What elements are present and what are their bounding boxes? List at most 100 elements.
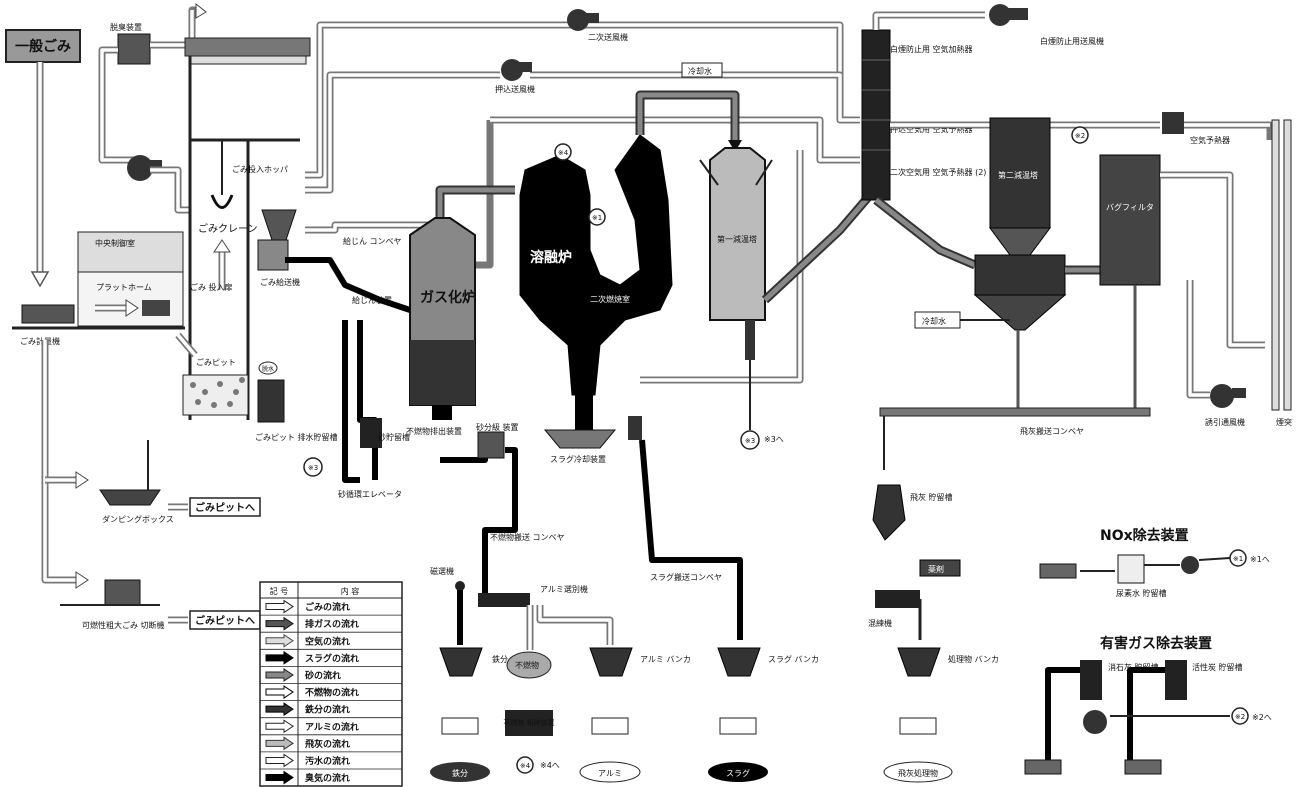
stack: 煙突 xyxy=(1272,120,1292,427)
kneader-label: 混練機 xyxy=(868,618,892,628)
general-waste-label: 一般ごみ xyxy=(15,38,71,55)
fly-ash-storage-label: 飛灰 貯留槽 xyxy=(910,492,953,502)
ref1-tag: ※1 xyxy=(592,214,602,222)
sorting-line: 磁選機 アルミ選別機 xyxy=(430,566,610,650)
legend-row-label: スラグの流れ xyxy=(305,652,359,664)
incombustible-crusher-label: 不燃物 粉砕装置 xyxy=(503,718,554,727)
truck-fly-ash xyxy=(900,718,936,734)
ref3-tag-primary: ※3 xyxy=(745,437,755,445)
to-pit-label-1: ごみピットへ xyxy=(195,501,255,514)
dumping-box xyxy=(100,490,160,505)
ref2-tag-harm: ※2 xyxy=(1235,713,1245,721)
deodorizer-label: 脱臭装置 xyxy=(110,22,142,32)
slag-cooling-label: スラグ冷却装置 xyxy=(550,454,606,464)
hopper-label: ごみ投入ホッパ xyxy=(232,164,288,174)
legend-row-label: 空気の流れ xyxy=(305,635,350,647)
legend-row-label: 鉄分の流れ xyxy=(305,704,350,716)
secondary-chamber-label: 二次燃焼室 xyxy=(590,294,630,304)
legend-row-label: ごみの流れ xyxy=(305,601,350,613)
air-heater-unit xyxy=(1162,112,1184,134)
legend-header-content: 内 容 xyxy=(341,586,360,596)
incombustible-bin-label: 不燃物 xyxy=(515,660,539,670)
truck xyxy=(142,300,170,316)
melter-label: 溶融炉 xyxy=(530,249,572,266)
legend: 記 号 内 容 ごみの流れ排ガスの流れ空気の流れスラグの流れ砂の流れ不燃物の流れ… xyxy=(260,582,402,786)
stack-label: 煙突 xyxy=(1276,417,1292,427)
crane-label: ごみクレーン xyxy=(198,222,258,235)
pit-building: ごみ投入ホッパ ごみクレーン ごみ給送機 ごみピット 脱水 ごみピット 排水貯留… xyxy=(183,38,338,442)
primary-dust-label: 第一減温塔 xyxy=(717,234,757,244)
bunkers-row: 鉄分 バンカ 不燃物 アルミ バンカ スラグ バンカ 処理物 バンカ xyxy=(440,648,999,678)
outputs-row: 鉄分 不燃物 粉砕装置 ※4 ※4へ アルミ スラグ 飛灰処理物 xyxy=(430,710,952,782)
harmful-gas-removal: 有害ガス除去装置 消石灰 貯留槽 活性炭 貯留槽 ※2 ※2へ xyxy=(1025,635,1272,774)
slag-bunker xyxy=(718,648,760,676)
legend-row-label: 排ガスの流れ xyxy=(305,618,359,630)
sand-separator-label: 砂分級 装置 xyxy=(476,422,519,432)
gasifier: ガス化炉 不燃物排出装置 xyxy=(406,190,515,436)
legend-row-label: 飛灰の流れ xyxy=(304,738,350,750)
ref4-to-label: ※4へ xyxy=(540,761,560,770)
push-fan-label: 押込送風機 xyxy=(495,84,535,94)
ref3-to-label: ※3へ xyxy=(764,435,784,444)
cooling-water-right-label: 冷却水 xyxy=(922,316,946,326)
feeder-label: ごみ給送機 xyxy=(260,277,300,287)
ref3-tag-sand: ※3 xyxy=(308,464,318,472)
incombustible-discharge-label: 不燃物排出装置 xyxy=(406,426,462,436)
ref1-tag-nox: ※1 xyxy=(1233,555,1243,563)
output-aluminum-label: アルミ xyxy=(598,769,622,778)
slag-conveyor-label: スラグ搬送コンベヤ xyxy=(650,572,722,582)
central-control-label: 中央制御室 xyxy=(95,238,135,248)
melting-furnace: 溶融炉 二次燃焼室 ※1 ※4 スラグ冷却装置 xyxy=(520,135,672,464)
induced-fan xyxy=(1210,384,1234,408)
pit-label: ごみピット xyxy=(196,357,236,367)
slag-bunker-label: スラグ バンカ xyxy=(768,654,819,664)
heat-exchanger-column: 白煙防止用 空気加熱器 押込空気用 空気予熱器 二次空気用 空気予熱器 (2) … xyxy=(862,4,1104,200)
legend-row-label: 臭気の流れ xyxy=(305,772,350,784)
ref1-to-label: ※1へ xyxy=(1250,555,1270,564)
legend-row-label: 汚水の流れ xyxy=(305,755,350,767)
truck-iron xyxy=(442,718,478,734)
legend-row-label: 不燃物の流れ xyxy=(305,687,359,699)
mix-hopper-label: 処理物 バンカ xyxy=(948,654,999,664)
ref2-tag-top: ※2 xyxy=(1075,132,1085,140)
white-smoke-fan-label: 白煙防止用送風機 xyxy=(1040,36,1104,46)
fly-ash-conveyor-label: 飛灰搬送コンベヤ xyxy=(1020,426,1084,436)
secondary-dust-label: 第二減温塔 xyxy=(998,170,1038,180)
nox-removal: NOx除去装置 尿素水 貯留槽 ※1 ※1へ xyxy=(1040,527,1270,598)
aluminum-sorter-label: アルミ選別機 xyxy=(540,584,588,594)
ref4-tag-top: ※4 xyxy=(558,149,569,157)
door-label: ごみ 投入扉 xyxy=(190,282,233,292)
slag-conveyor: スラグ搬送コンベヤ xyxy=(642,440,740,640)
air-heater-label: 空気予熱器 xyxy=(1190,135,1230,145)
dust-conveyor-label: 給じん コンベヤ xyxy=(343,236,402,246)
incombustible-conveyor-label: 不燃物搬送 コンベヤ xyxy=(490,532,565,542)
bag-filter-label: バグフィルタ xyxy=(1106,202,1154,212)
chemical-label: 薬剤 xyxy=(928,564,944,574)
dumping-box-label: ダンピングボックス xyxy=(102,514,174,524)
legend-header-symbol: 記 号 xyxy=(270,586,289,596)
bag-filter: バグフィルタ 誘引通風機 xyxy=(1100,155,1265,427)
nox-title: NOx除去装置 xyxy=(1100,527,1189,544)
sand-elevator-label: 砂循環エレベータ xyxy=(338,489,402,499)
general-waste-box: 一般ごみ xyxy=(6,30,80,286)
ref2-to-label: ※2へ xyxy=(1252,713,1272,722)
harmful-title: 有害ガス除去装置 xyxy=(1100,635,1212,652)
secondary-fan-label: 二次送風機 xyxy=(588,32,628,42)
bulky-crusher xyxy=(105,580,140,605)
induced-fan-label: 誘引通風機 xyxy=(1205,417,1245,427)
ref4-tag-bottom: ※4 xyxy=(520,762,531,770)
harm-tank1-label: 消石灰 貯留槽 xyxy=(1108,662,1159,672)
legend-row-label: 砂の流れ xyxy=(305,669,341,681)
aluminum-sorter-unit xyxy=(478,593,530,607)
pump-tag: 脱水 xyxy=(262,365,274,373)
gasifier-label: ガス化炉 xyxy=(420,289,476,306)
dust-device-label: 給じん装置 xyxy=(352,295,392,305)
dust-conveyor: 給じん コンベヤ 給じん装置 xyxy=(285,236,410,310)
secondary-air-preheater-label: 二次空気用 空気予熱器 (2) xyxy=(890,167,986,177)
output-iron-label: 鉄分 xyxy=(452,768,468,778)
waste-hopper xyxy=(262,210,296,240)
white-smoke-fan xyxy=(989,4,1011,26)
scale-truck xyxy=(22,305,74,323)
scale-label: ごみ計量機 xyxy=(20,336,60,346)
